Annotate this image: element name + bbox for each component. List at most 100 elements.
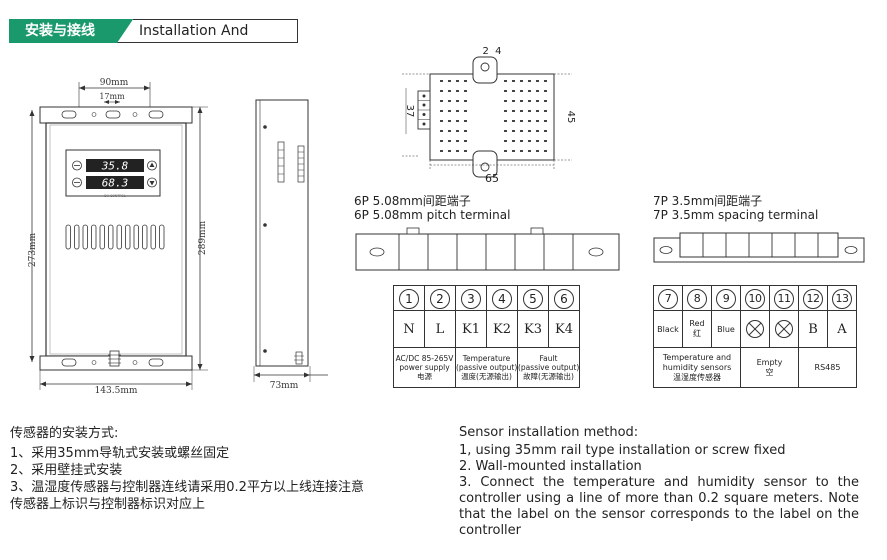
sensor-pins-label: 2 4 [482, 46, 501, 57]
group-line: (passive output) [518, 363, 580, 372]
empty-pin-cell [769, 310, 799, 348]
terminal7-group-empty: Empty 空 [740, 347, 799, 388]
sensor-dim-height: 45 [565, 111, 576, 124]
side-dim-label: 73mm [270, 381, 299, 391]
terminal7-caption-en: 7P 3.5mm spacing terminal [653, 208, 819, 222]
notes-cn-item: 1、采用35mm导轨式安装或螺丝固定 [10, 446, 230, 461]
group-line: 温湿度传感器 [673, 372, 721, 382]
section-header: 安装与接线 Installation And Wiring [9, 19, 298, 43]
wire-black-cell: Black [653, 310, 683, 348]
group-line: 空 [765, 367, 774, 377]
notes-en-title: Sensor installation method: [459, 425, 639, 440]
group-line: power supply [399, 363, 450, 372]
terminal6-label: K4 [548, 310, 580, 348]
group-line: Fault [539, 354, 558, 363]
terminal6-block-drawing [355, 227, 620, 271]
terminal7-number-cell: 12 [798, 285, 828, 311]
front-view-drawing: 90mm 17mm 35.8 68.3 DH CONTROL [28, 78, 208, 396]
sensor-drawing: 2 4 37 45 65 [402, 46, 576, 185]
terminal7-block-drawing [653, 232, 865, 263]
terminal7-number: 8 [687, 289, 707, 309]
empty-pin-cell [740, 310, 770, 348]
dim-bottom-label: 143.5mm [95, 386, 138, 396]
group-line: AC/DC 85-265V [395, 354, 454, 363]
header-en-title: Installation And Wiring [117, 19, 298, 43]
wire-blue-label: Blue [717, 324, 735, 334]
wire-red-cn-label: 红 [693, 329, 701, 338]
terminal6-label: K3 [517, 310, 549, 348]
notes-cn-item: 传感器上标识与控制器标识对应上 [10, 497, 206, 512]
notes-en-item: 3. Connect the temperature and humidity … [459, 475, 859, 538]
terminal6-number: 2 [430, 288, 450, 309]
notes-cn-title: 传感器的安装方式: [10, 426, 119, 441]
terminal7-number-cell: 11 [769, 285, 799, 311]
label-b-cell: B [798, 310, 828, 348]
display-top-value: 35.8 [101, 160, 129, 173]
wire-red-label: Red [689, 319, 705, 328]
notes-en-item: 2. Wall-mounted installation [459, 459, 642, 474]
notes-cn: 传感器的安装方式: 1、采用35mm导轨式安装或螺丝固定 2、采用壁挂式安装 3… [10, 425, 430, 513]
label-a-cell: A [827, 310, 857, 348]
group-line: 温度(无源输出) [461, 372, 512, 381]
crossed-circle-icon [746, 320, 764, 339]
terminal7-number-cell: 9 [711, 285, 741, 311]
brand-text: DH CONTROL [104, 194, 126, 198]
terminal7-number: 7 [658, 289, 678, 309]
notes-cn-item: 2、采用壁挂式安装 [10, 463, 123, 478]
terminal7-number: 10 [745, 289, 765, 309]
dim-top-inner-label: 17mm [99, 92, 125, 101]
terminal7-number-cell: 13 [827, 285, 857, 311]
terminal7-number: 11 [774, 289, 794, 309]
terminal6-number-cell: 4 [486, 285, 518, 311]
terminal7-number-cell: 8 [682, 285, 712, 311]
terminal6-number-cell: 5 [517, 285, 549, 311]
terminal7-number: 9 [716, 289, 736, 309]
terminal6-number-cell: 1 [393, 285, 425, 311]
vent-slots [65, 224, 165, 250]
wire-black-label: Black [657, 324, 679, 334]
terminal6-number: 3 [461, 288, 481, 309]
group-line: (passive output) [456, 363, 518, 372]
group-line: Temperature [462, 354, 511, 363]
terminal7-group-rs485: RS485 [798, 347, 857, 388]
crossed-circle-icon [775, 320, 793, 339]
terminal6-group-fault: Fault (passive output) 故障(无源输出) [517, 347, 580, 388]
dim-right-label: 289mm [198, 220, 208, 255]
sensor-dim-width: 65 [485, 172, 499, 185]
terminal6-table: 1 2 3 4 5 6 N L K1 K2 K3 K4 AC/DC 85-265… [393, 285, 580, 388]
sensor-vent-dots [440, 80, 547, 152]
group-line: 故障(无源输出) [523, 372, 574, 381]
group-line: Empty [756, 357, 783, 367]
terminal6-number-cell: 2 [424, 285, 456, 311]
terminal7-number-cell: 7 [653, 285, 683, 311]
terminal6-number-cell: 3 [455, 285, 487, 311]
terminal6-label: L [424, 310, 456, 348]
group-line: humidity sensors [662, 362, 732, 372]
label-a: A [837, 321, 847, 337]
terminal7-number: 12 [803, 289, 823, 309]
terminal6-label: K2 [486, 310, 518, 348]
dim-top-label: 90mm [100, 78, 129, 88]
notes-cn-item: 3、温湿度传感器与控制器连线请采用0.2平方以上线连接注意 [10, 480, 364, 495]
label-b: B [808, 321, 818, 337]
group-line: Temperature and [662, 352, 732, 362]
dim-left-label: 273mm [28, 232, 38, 267]
terminal6-label: K1 [455, 310, 487, 348]
notes-en: Sensor installation method: 1, using 35m… [459, 425, 859, 539]
rs485-label: RS485 [814, 363, 841, 372]
terminal6-number: 4 [492, 288, 512, 309]
sensor-dim-left: 37 [404, 105, 415, 118]
display-bottom-value: 68.3 [102, 177, 129, 190]
terminal6-number: 1 [399, 288, 419, 309]
terminal7-group-sensor: Temperature and humidity sensors 温湿度传感器 [653, 347, 741, 388]
terminal7-number: 13 [832, 289, 852, 309]
notes-en-item: 1, using 35mm rail type installation or … [459, 443, 786, 458]
header-cn-badge: 安装与接线 [9, 19, 133, 43]
group-line: 电源 [417, 372, 432, 381]
terminal6-number: 6 [554, 288, 574, 309]
wire-blue-cell: Blue [711, 310, 741, 348]
terminal6-number-cell: 6 [548, 285, 580, 311]
terminal6-group-power: AC/DC 85-265V power supply 电源 [393, 347, 456, 388]
